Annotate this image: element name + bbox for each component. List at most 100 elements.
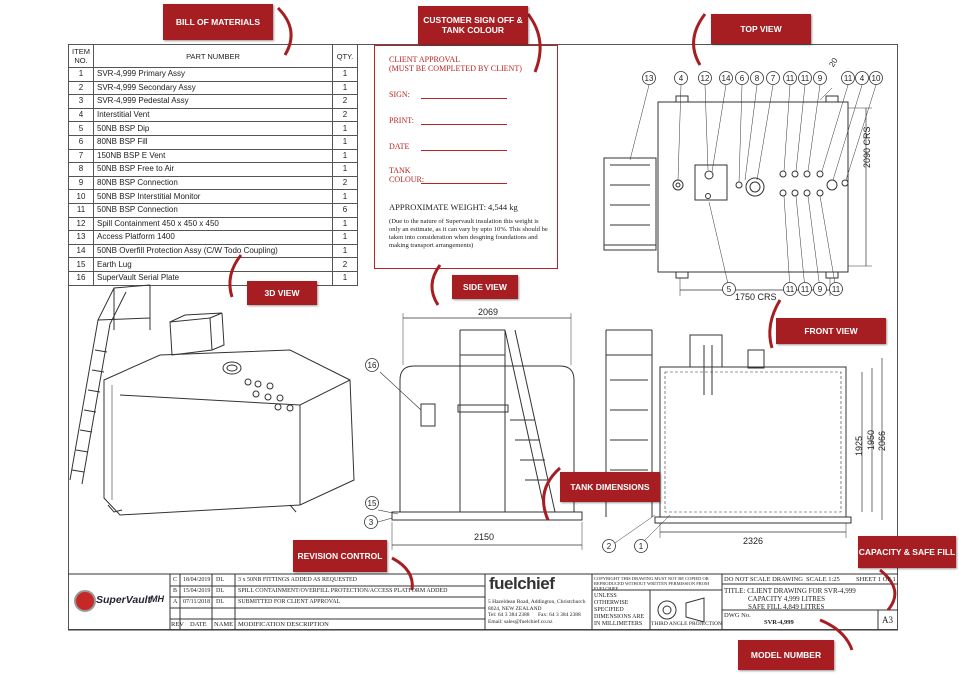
dim-front-width: 2326 (743, 536, 764, 546)
drawing-title: TITLE: CLIENT DRAWING FOR SVR-4,999 (724, 587, 856, 595)
balloon-label: 11 (832, 285, 841, 294)
balloon-circle (869, 71, 883, 85)
callout-arrows (228, 6, 897, 651)
dim-front-h1: 1925 (854, 435, 864, 456)
balloon-circle (634, 539, 648, 553)
balloon-circle (813, 282, 827, 296)
date-line[interactable] (421, 150, 507, 151)
balloon-label: 1 (639, 542, 644, 551)
balloon-circle (602, 539, 616, 553)
balloon-label: 10 (872, 74, 881, 83)
callout-3d-view: 3D VIEW (247, 281, 317, 305)
sign-label: SIGN: (389, 90, 410, 99)
balloon-circle (674, 71, 688, 85)
supervault-logo-mark (74, 590, 96, 612)
balloon-label: 11 (786, 285, 795, 294)
balloon-label: 2 (607, 542, 612, 551)
colour-line[interactable] (421, 183, 507, 184)
balloon-circle (766, 71, 780, 85)
fuelchief-address: 5 Hazeldean Road, Addington, Christchurc… (488, 599, 586, 612)
rev-header-rev: REV (171, 621, 184, 628)
balloon-circle (829, 282, 843, 296)
balloon-circle (719, 71, 733, 85)
do-not-scale: DO NOT SCALE DRAWING (724, 576, 803, 583)
approval-subtitle: (MUST BE COMPLETED BY CLIENT) (389, 64, 522, 73)
balloon-label: 9 (818, 285, 823, 294)
balloon-circle (841, 71, 855, 85)
rev-header-desc: MODIFICATION DESCRIPTION (238, 621, 329, 628)
dim-front-h2: 1950 (866, 429, 876, 450)
balloon-label: 7 (771, 74, 776, 83)
balloon-label: 11 (801, 285, 810, 294)
bom-cell-no: 16 (68, 270, 94, 286)
rev-header-name: NAME (214, 621, 234, 628)
print-label: PRINT: (389, 116, 414, 125)
balloon-circle (735, 71, 749, 85)
print-line[interactable] (421, 124, 507, 125)
units-note: UNLESS OTHERWISE SPECIFIED DIMENSIONS AR… (594, 593, 645, 627)
colour-label: COLOUR: (389, 175, 425, 184)
balloon-circle (783, 71, 797, 85)
balloon-label: 4 (860, 74, 865, 83)
balloon-label: 8 (755, 74, 760, 83)
balloon-label: 3 (369, 518, 374, 527)
revision-cell-name: DL (216, 599, 224, 605)
bom-header-part: PART NUMBER (93, 44, 333, 68)
revision-cell-desc: SPILL CONTAINMENT/OVERFILL PROTECTION/AC… (238, 588, 448, 594)
capacity-text: CAPACITY 4,999 LITRES (748, 595, 826, 603)
dim-front-h3: 2066 (877, 430, 887, 451)
bom-cell-qty: 1 (332, 270, 358, 286)
balloon-circle (722, 282, 736, 296)
dim-side-base: 2150 (474, 532, 495, 542)
callout-customer-signoff: CUSTOMER SIGN OFF & TANK COLOUR (418, 6, 528, 44)
revision-cell-name: DL (216, 588, 224, 594)
callout-top-view: TOP VIEW (711, 14, 811, 44)
tank-label: TANK (389, 166, 411, 175)
copyright-note: COPYRIGHT THIS DRAWING MUST NOT BE COPIE… (594, 576, 710, 591)
supervault-logo-mh: MH (150, 594, 164, 604)
balloon-circle (365, 358, 379, 372)
revision-cell-desc: SUBMITTED FOR CLIENT APPROVAL (238, 599, 341, 605)
revision-cell-name: DL (216, 577, 224, 583)
balloon-label: 11 (801, 74, 810, 83)
dwg-no-label: DWG No. (724, 612, 751, 619)
balloon-circle (750, 71, 764, 85)
bom-header-row: ITEM NO. PART NUMBER QTY. (68, 44, 358, 68)
tank-top-view (603, 84, 877, 296)
approximate-weight: APPROXIMATE WEIGHT: 4,544 kg (389, 202, 518, 212)
balloon-circle (855, 71, 869, 85)
balloon-label: 4 (679, 74, 684, 83)
sheet-label: SHEET 1 OF 1 (856, 576, 896, 583)
client-approval-box: CLIENT APPROVAL (MUST BE COMPLETED BY CL… (374, 45, 558, 269)
balloon-circle (798, 282, 812, 296)
dim-side-width: 2069 (478, 307, 499, 317)
fuelchief-logo: fuelchief (489, 574, 555, 593)
tank-3d-view (69, 284, 355, 516)
balloon-label: 11 (844, 74, 853, 83)
callout-capacity-safe-fill: CAPACITY & SAFE FILL (858, 536, 956, 568)
approval-title: CLIENT APPROVAL (389, 55, 461, 64)
balloon-circle (365, 496, 379, 510)
balloon-circle (642, 71, 656, 85)
safe-fill-text: SAFE FILL 4,849 LITRES (748, 603, 825, 611)
balloon-circle (698, 71, 712, 85)
sign-line[interactable] (421, 98, 507, 99)
balloon-label: 14 (722, 74, 731, 83)
fuelchief-fax: Fax: 64 3 384 2388 (538, 612, 581, 618)
balloon-circle (783, 282, 797, 296)
callout-side-view: SIDE VIEW (452, 275, 518, 299)
callout-tank-dimensions: TANK DIMENSIONS (560, 472, 660, 502)
date-label: DATE (389, 142, 410, 151)
balloon-label: 5 (727, 285, 732, 294)
rev-header-date: DATE (190, 621, 207, 628)
bom-header-item: ITEM NO. (68, 44, 94, 68)
title-block-lines (68, 573, 898, 631)
weight-note: (Due to the nature of Supervault insulat… (389, 218, 548, 249)
dim-top-crs-h: 1750 CRS (735, 292, 777, 302)
balloon-label: 9 (818, 74, 823, 83)
fuelchief-phone: Tel: 64 3 384 2388 (488, 612, 530, 618)
